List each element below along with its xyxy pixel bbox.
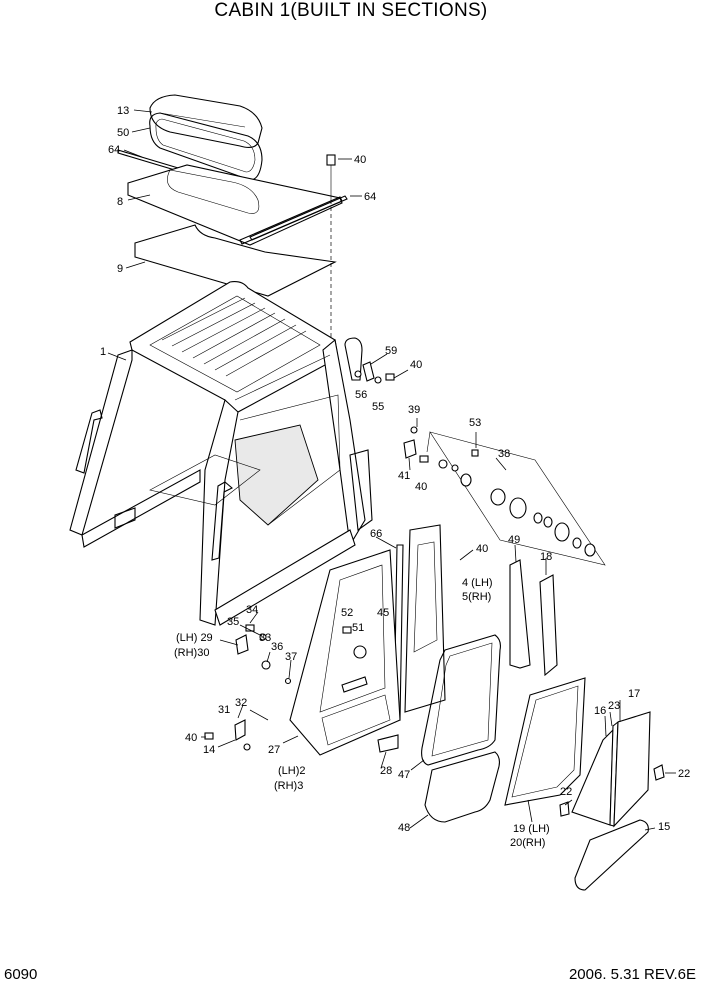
callout-41: 41 xyxy=(398,470,410,482)
callout-55: 55 xyxy=(372,401,384,413)
clip-part-22b xyxy=(559,801,570,817)
seal-part-48 xyxy=(424,751,501,823)
hardware-group-55-56-59 xyxy=(354,361,395,384)
callout-3-rh: (RH)3 xyxy=(274,780,303,792)
callout-8: 8 xyxy=(117,196,123,208)
callout-15: 15 xyxy=(658,821,670,833)
revision-date: 2006. 5.31 REV.6E xyxy=(568,966,696,983)
callout-40: 40 xyxy=(415,481,427,493)
callout-29-lh: (LH) 29 xyxy=(176,632,213,644)
callout-36: 36 xyxy=(271,641,283,653)
leader-lines xyxy=(107,109,676,831)
callout-35: 35 xyxy=(227,616,239,628)
callout-50: 50 xyxy=(117,127,129,139)
callout-14: 14 xyxy=(203,744,215,756)
callout-34: 34 xyxy=(246,604,258,616)
callout-64: 64 xyxy=(108,144,120,156)
roof-cover-part-13 xyxy=(149,94,263,149)
callout-13: 13 xyxy=(117,105,129,117)
seal-part-49 xyxy=(509,559,531,669)
callout-31: 31 xyxy=(218,704,230,716)
callout-45: 45 xyxy=(377,607,389,619)
strip-part-64b xyxy=(249,195,348,241)
callout-4-lh: 4 (LH) xyxy=(462,577,493,589)
callout-40: 40 xyxy=(185,732,197,744)
sliding-window-part-19-20 xyxy=(504,677,586,806)
callout-37: 37 xyxy=(285,651,297,663)
seal-part-47 xyxy=(421,634,501,766)
callout-33: 33 xyxy=(259,632,271,644)
callout-52: 52 xyxy=(341,607,353,619)
callout-17: 17 xyxy=(628,688,640,700)
callout-19-lh: 19 (LH) xyxy=(513,823,550,835)
page-number: 6090 xyxy=(4,966,38,983)
callout-66: 66 xyxy=(370,528,382,540)
hardware-group-lower-left xyxy=(204,624,399,753)
callout-1: 1 xyxy=(100,346,106,358)
callout-9: 9 xyxy=(117,263,123,275)
callout-22: 22 xyxy=(678,768,690,780)
clip-part-22a xyxy=(653,764,665,781)
hardware-group-39-41 xyxy=(403,426,429,463)
callout-38: 38 xyxy=(498,448,510,460)
glass-part-15 xyxy=(574,819,649,891)
glass-part-17 xyxy=(613,711,651,828)
callout-20-rh: 20(RH) xyxy=(510,837,545,849)
callout-59: 59 xyxy=(385,345,397,357)
callout-40: 40 xyxy=(410,359,422,371)
callout-28: 28 xyxy=(380,765,392,777)
callout-40: 40 xyxy=(354,154,366,166)
seal-part-50 xyxy=(149,112,263,181)
callout-64: 64 xyxy=(364,191,376,203)
callout-32: 32 xyxy=(235,697,247,709)
callout-49: 49 xyxy=(508,534,520,546)
door-part-2-3 xyxy=(289,549,401,756)
callout-27: 27 xyxy=(268,744,280,756)
roof-panel-part-8 xyxy=(127,164,343,246)
hardware-group-51-52 xyxy=(342,626,352,634)
callout-56: 56 xyxy=(355,389,367,401)
callout-23: 23 xyxy=(608,700,620,712)
callout-30-rh: (RH)30 xyxy=(174,647,209,659)
callout-40: 40 xyxy=(476,543,488,555)
lock-assembly-part-38 xyxy=(426,431,606,566)
callout-16: 16 xyxy=(594,705,606,717)
bolt-part-40a xyxy=(326,154,336,200)
cabin-frame-part-1 xyxy=(69,281,373,626)
callout-48: 48 xyxy=(398,822,410,834)
door-upper-part-4-5 xyxy=(404,524,446,713)
callout-22: 22 xyxy=(560,786,572,798)
callout-53: 53 xyxy=(469,417,481,429)
callout-39: 39 xyxy=(408,404,420,416)
glass-part-18 xyxy=(539,574,558,677)
callout-2-lh: (LH)2 xyxy=(278,765,306,777)
callout-18: 18 xyxy=(540,551,552,563)
callout-5-rh: 5(RH) xyxy=(462,591,491,603)
callout-51: 51 xyxy=(352,622,364,634)
diagram-title: CABIN 1(BUILT IN SECTIONS) xyxy=(214,0,488,21)
headlining-part-9 xyxy=(134,224,337,297)
callout-47: 47 xyxy=(398,769,410,781)
